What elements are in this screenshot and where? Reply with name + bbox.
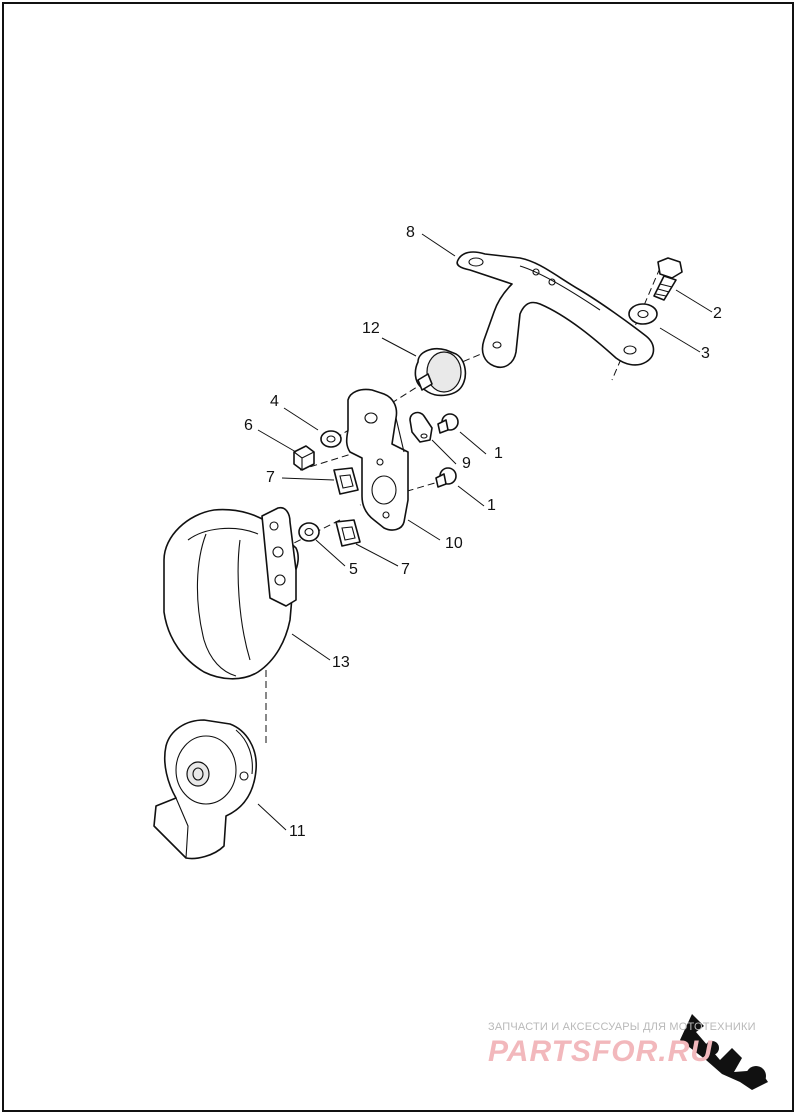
nut-part-5: [298, 522, 320, 542]
callout-12: 12: [362, 320, 380, 337]
washer-part-3: [628, 303, 658, 325]
watermark-logo: PARTSFOR.RU: [488, 1035, 713, 1068]
bracket-part-8: [456, 251, 655, 368]
callout-1-upper: 1: [494, 445, 503, 462]
callout-4: 4: [270, 393, 279, 410]
leader-lines: [257, 233, 713, 831]
mounting-plate-part-11: [345, 388, 409, 531]
speed-nut-part-7-lower: [335, 519, 361, 547]
horn-cover-part-13: [163, 506, 299, 680]
callout-9: 11: [289, 823, 306, 840]
bolt-part-2: [653, 257, 683, 301]
speed-nut-part-7-upper: [333, 467, 359, 495]
nut-part-6: [293, 445, 315, 471]
watermark-mascot-icon: [680, 1014, 768, 1090]
callout-5: 5: [349, 561, 358, 578]
callout-11: 10: [445, 535, 463, 552]
callout-13: 13: [332, 654, 350, 671]
callout-3: 3: [701, 345, 710, 362]
isolator-part-12: [414, 347, 467, 397]
callout-8: 8: [406, 224, 415, 241]
screw-part-1-lower: [435, 467, 457, 488]
clip-part-10: [409, 411, 433, 443]
callout-2: 2: [713, 305, 722, 322]
callout-7-lower: 7: [401, 561, 410, 578]
watermark: ЗАПЧАСТИ И АКСЕССУАРЫ ДЛЯ МОТОТЕХНИКИ PA…: [488, 1021, 788, 1089]
watermark-caption: ЗАПЧАСТИ И АКСЕССУАРЫ ДЛЯ МОТОТЕХНИКИ: [488, 1021, 756, 1033]
callout-10: 9: [462, 455, 471, 472]
callout-labels: 8 2 3 12 4 6 1 9 7 1 10 5 7 13 11: [244, 224, 722, 840]
callout-1-lower: 1: [487, 497, 496, 514]
screw-part-1-upper: [437, 413, 459, 434]
horn-part-9: [153, 719, 257, 860]
callout-6: 6: [244, 417, 253, 434]
washer-part-4: [320, 430, 342, 448]
callout-7-upper: 7: [266, 469, 275, 486]
